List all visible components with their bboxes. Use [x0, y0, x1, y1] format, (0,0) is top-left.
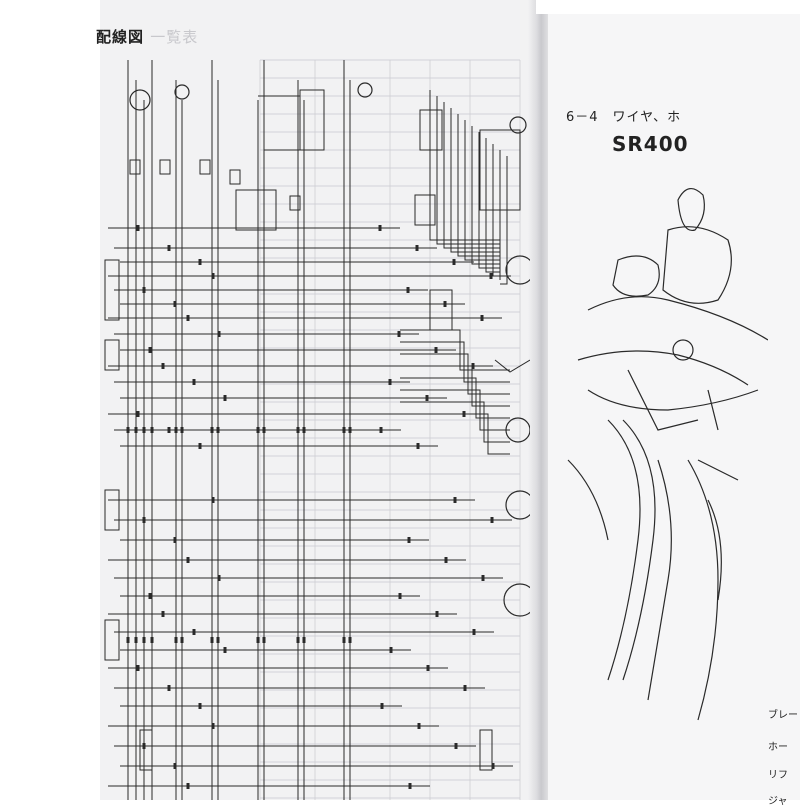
left-page	[100, 0, 540, 800]
side-label: ブレー	[768, 710, 798, 721]
page-title-faint: 一覧表	[150, 28, 199, 46]
side-label: ホー	[768, 742, 788, 753]
motorcycle-illustration	[567, 188, 768, 721]
side-label: リフ	[768, 770, 788, 781]
section-heading: 6－4 ワイヤ、ホ	[566, 110, 682, 125]
page-title-main: 配線図	[96, 28, 145, 46]
wiring-diagram	[104, 59, 530, 800]
page-gutter	[528, 0, 550, 800]
right-page	[548, 0, 800, 800]
page-title: 配線図 一覧表	[96, 26, 198, 47]
desk-background-top	[536, 0, 800, 14]
desk-background	[0, 0, 104, 800]
model-name: SR400	[612, 132, 689, 156]
